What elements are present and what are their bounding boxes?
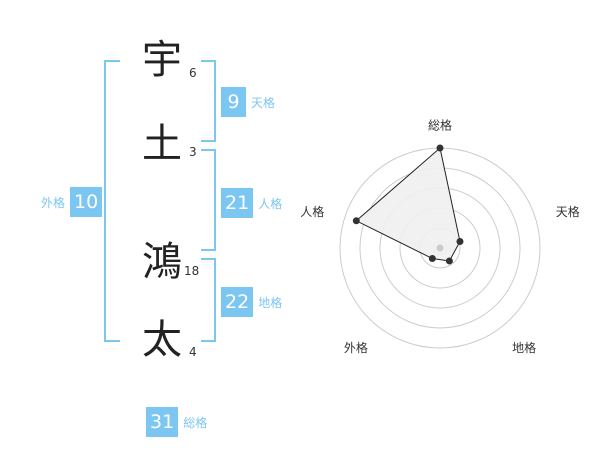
tenkaku-value: 9 — [221, 87, 246, 117]
jinkaku-score: 21 人格 — [221, 188, 282, 218]
stroke-count-4: 4 — [189, 345, 197, 359]
gaikaku-label: 外格 — [41, 195, 66, 210]
jinkaku-value: 21 — [221, 188, 254, 218]
jinkaku-bracket — [201, 149, 216, 251]
name-char-1: 宇 — [142, 37, 182, 83]
radar-axis-label-2: 天格 — [556, 204, 580, 219]
gaikaku-bracket — [104, 60, 120, 342]
radar-point-3 — [445, 257, 453, 265]
radar-axis-label-5: 人格 — [300, 204, 324, 219]
tenkaku-bracket — [201, 60, 216, 142]
radar-axis-label-4: 外格 — [344, 340, 368, 355]
tenkaku-score: 9 天格 — [221, 87, 275, 117]
stroke-count-1: 6 — [189, 66, 197, 80]
chikaku-label: 地格 — [258, 295, 283, 310]
soukaku-label: 総格 — [183, 415, 208, 430]
radar-axis-label-1: 総格 — [428, 117, 452, 132]
gaikaku-score: 外格 10 — [41, 187, 103, 217]
stroke-count-2: 3 — [189, 145, 197, 159]
radar-polygon — [355, 147, 461, 262]
name-char-2: 土 — [142, 121, 182, 167]
jinkaku-label: 人格 — [258, 196, 283, 211]
name-char-3: 鴻 — [142, 239, 182, 285]
radar-center — [436, 244, 444, 252]
radar-point-5 — [352, 217, 360, 225]
tenkaku-label: 天格 — [251, 95, 276, 110]
stroke-count-3: 18 — [184, 264, 200, 278]
chikaku-score: 22 地格 — [221, 287, 282, 317]
chikaku-bracket — [201, 258, 216, 342]
name-char-4: 太 — [142, 317, 182, 363]
soukaku-value: 31 — [146, 407, 179, 437]
radar-point-4 — [428, 255, 436, 263]
radar-point-2 — [456, 238, 464, 246]
gaikaku-value: 10 — [70, 187, 103, 217]
radar-point-1 — [436, 144, 444, 152]
radar-axis-label-3: 地格 — [512, 340, 536, 355]
soukaku-score: 31 総格 — [146, 407, 207, 437]
chikaku-value: 22 — [221, 287, 254, 317]
